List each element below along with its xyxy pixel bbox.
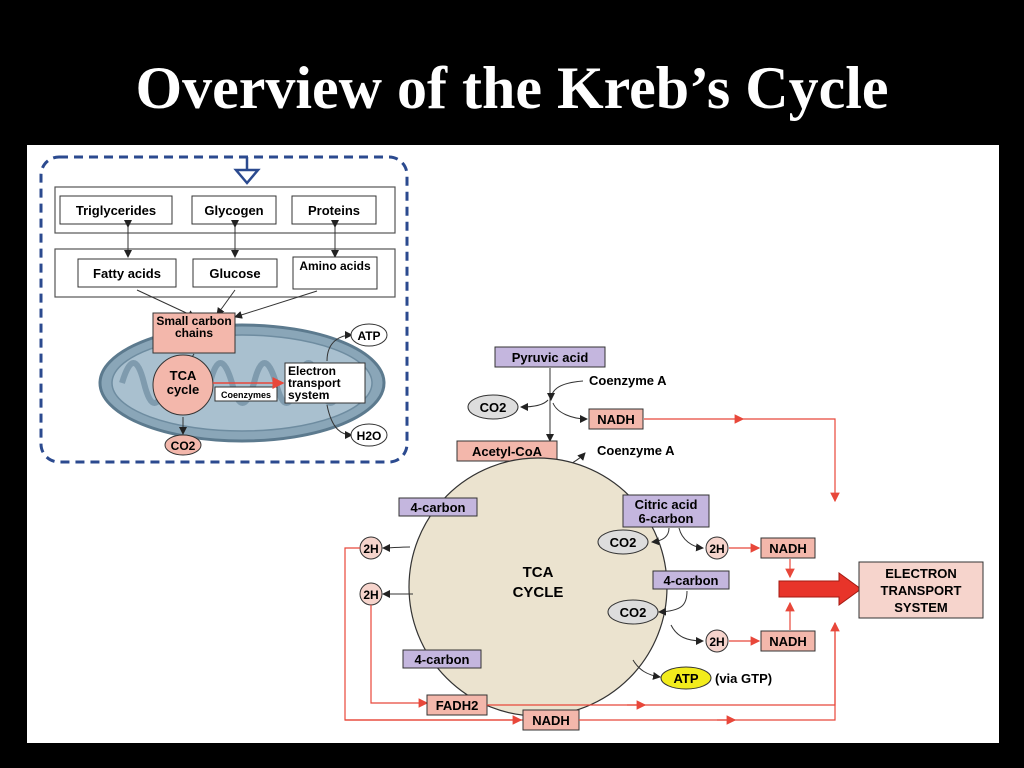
citric-acid-box	[622, 494, 710, 528]
two-h-label-2: 2H	[709, 635, 724, 649]
glucose-label: Glucose	[209, 266, 260, 281]
via-gtp-label: (via GTP)	[715, 671, 772, 686]
nadh-top-box	[588, 408, 644, 430]
two-h-badge-2	[705, 629, 729, 653]
proteins-label: Proteins	[308, 203, 360, 218]
triglycerides-box	[59, 195, 173, 225]
co2-low-badge	[607, 599, 659, 625]
ets-big-arrow-icon	[778, 572, 862, 606]
four-carbon-label-3: 4-carbon	[415, 652, 470, 667]
inset-ets-box	[284, 362, 366, 404]
fatty-acids-label: Fatty acids	[93, 266, 161, 281]
two-h-label-left-2: 2H	[363, 588, 378, 602]
co2-mid-badge	[597, 529, 649, 555]
inset-ets-label: Electron transport system	[288, 364, 341, 402]
nadh-low-label: NADH	[769, 634, 807, 649]
four-carbon-box-1	[398, 497, 478, 517]
two-h-label-left-1: 2H	[363, 542, 378, 556]
coenzyme-a-out-label: Coenzyme A	[597, 443, 675, 458]
pyruvic-acid-label: Pyruvic acid	[512, 350, 589, 365]
inset-h2o-badge	[350, 423, 388, 447]
krebs-diagram: Triglycerides Glycogen Proteins Fatty ac…	[39, 155, 984, 731]
ets-box	[858, 561, 984, 619]
coenzyme-a-in-label: Coenzyme A	[589, 373, 667, 388]
citric-acid-label: Citric acid	[635, 497, 698, 512]
co2-top-label: CO2	[480, 400, 507, 415]
ets-label-1: ELECTRON	[885, 566, 957, 581]
inset-atp-label: ATP	[357, 329, 380, 343]
four-carbon-box-2	[652, 570, 730, 590]
small-carbon-chains-label: Small carbon chains	[156, 314, 232, 340]
inset-overview: Triglycerides Glycogen Proteins Fatty ac…	[39, 155, 409, 464]
tca-cycle-diagram: Pyruvic acid Coenzyme A CO2 NADH Acetyl-…	[344, 346, 984, 731]
atp-label: ATP	[673, 671, 698, 686]
coenzymes-label: Coenzymes	[221, 390, 271, 400]
monomer-group	[54, 248, 396, 298]
small-carbon-chains-box	[152, 312, 236, 354]
fadh2-label: FADH2	[436, 698, 479, 713]
atp-badge	[660, 666, 712, 690]
nadh-low-box	[760, 630, 816, 652]
two-h-label-1: 2H	[709, 542, 724, 556]
four-carbon-label-2: 4-carbon	[664, 573, 719, 588]
pyruvic-acid-box	[494, 346, 606, 368]
glycogen-label: Glycogen	[204, 203, 263, 218]
nadh-mid-box	[760, 537, 816, 559]
acetyl-coa-box	[456, 440, 558, 462]
glucose-box	[192, 258, 278, 288]
co2-top-badge	[467, 394, 519, 420]
inset-co2-label: CO2	[171, 439, 196, 453]
page-title: Overview of the Kreb’s Cycle	[135, 55, 889, 121]
two-h-badge-1	[705, 536, 729, 560]
nadh-mid-label: NADH	[769, 541, 807, 556]
inset-h2o-label: H2O	[357, 429, 382, 443]
proteins-box	[291, 195, 377, 225]
storage-group	[54, 186, 396, 234]
acetyl-coa-label: Acetyl-CoA	[472, 444, 543, 459]
inset-border	[39, 155, 409, 464]
tca-cycle-label-2: CYCLE	[513, 584, 564, 601]
nadh-top-label: NADH	[597, 412, 635, 427]
co2-mid-label: CO2	[610, 535, 637, 550]
co2-low-label: CO2	[620, 605, 647, 620]
ets-label-2: TRANSPORT	[881, 583, 962, 598]
ets-label-3: SYSTEM	[894, 600, 947, 615]
amino-acids-label: Amino acids	[299, 259, 371, 273]
four-carbon-label-1: 4-carbon	[411, 500, 466, 515]
tca-cycle-label-1: TCA	[523, 564, 554, 581]
inset-co2-badge	[164, 434, 202, 456]
triglycerides-label: Triglycerides	[76, 203, 156, 218]
inset-entry-arrow-icon	[233, 168, 261, 185]
amino-acids-box	[292, 256, 378, 290]
nadh-bottom-label: NADH	[532, 713, 570, 728]
inset-atp-badge	[350, 323, 388, 347]
fatty-acids-box	[77, 258, 177, 288]
inset-tca-circle	[152, 354, 214, 416]
four-carbon-box-3	[402, 649, 482, 669]
six-carbon-label: 6-carbon	[639, 511, 694, 526]
inset-tca-label: TCA cycle	[166, 369, 200, 397]
diagram-panel: Triglycerides Glycogen Proteins Fatty ac…	[27, 145, 999, 743]
